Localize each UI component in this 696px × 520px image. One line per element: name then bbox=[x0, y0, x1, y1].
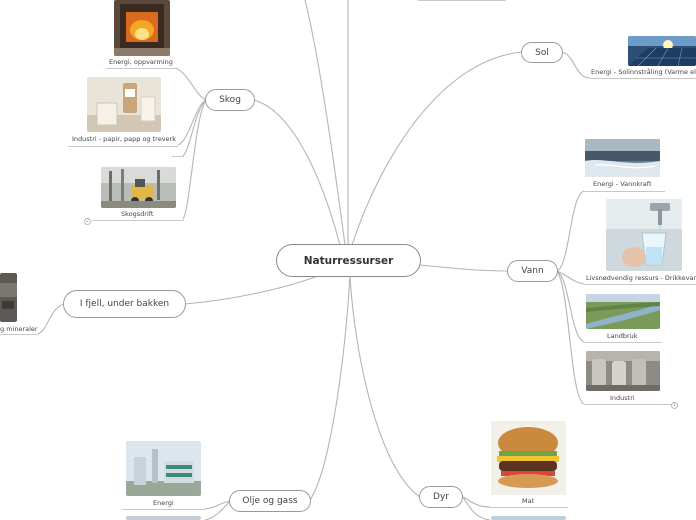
leaf-label-industri-skog: Industri - papir, papp og treverk bbox=[72, 135, 176, 143]
collapsed-count-skog[interactable]: 2 bbox=[84, 218, 91, 225]
collapsed-count-vann[interactable]: 1 bbox=[671, 402, 678, 409]
solar-panels-image bbox=[628, 36, 696, 66]
central-topic[interactable]: Naturressurser bbox=[276, 244, 421, 277]
olje-second-image bbox=[126, 516, 201, 520]
leaf-label-mat: Mat bbox=[522, 497, 535, 505]
branch-node-dyr[interactable]: Dyr bbox=[419, 486, 463, 508]
agriculture-river-image bbox=[586, 294, 660, 329]
leaf-label-skogsdrift: Skogsdrift bbox=[121, 210, 154, 218]
leaf-label-vannkraft: Energi - Vannkraft bbox=[593, 180, 652, 188]
connector-dyr-mat bbox=[462, 496, 491, 508]
leaf-label-mineraler: g mineraler bbox=[0, 325, 38, 333]
leaf-label-solinnstraling: Energi - Solinnstråling (Varme el bbox=[591, 68, 696, 76]
connector-fjell-leaf bbox=[37, 303, 65, 335]
fireplace-image bbox=[114, 0, 170, 56]
leaf-label-drikkevann: Livsnødvendig ressurs - Drikkevan bbox=[586, 274, 696, 282]
drinking-water-image bbox=[606, 199, 682, 271]
mine-image bbox=[0, 273, 17, 322]
forestry-machine-image bbox=[101, 167, 176, 208]
leaf-label-olje-energi: Energi bbox=[153, 499, 174, 507]
connector-dyr bbox=[349, 275, 421, 498]
power-plant-image bbox=[126, 441, 201, 496]
connector-vann-landbruk bbox=[556, 270, 585, 343]
connector-vann-drikke bbox=[556, 270, 585, 285]
dyr-second-image bbox=[491, 516, 566, 520]
connector-sol bbox=[351, 51, 523, 246]
connector-olje bbox=[309, 275, 351, 501]
leaf-label-landbruk: Landbruk bbox=[607, 332, 638, 340]
branch-node-fjell[interactable]: I fjell, under bakken bbox=[63, 290, 186, 318]
connector-vann bbox=[419, 264, 509, 272]
connector-top-1 bbox=[304, 0, 346, 246]
hydropower-image bbox=[585, 139, 660, 177]
branch-node-olje[interactable]: Olje og gass bbox=[229, 490, 311, 512]
connector-vann-vannkraft bbox=[556, 190, 585, 272]
connector-fjell bbox=[184, 275, 319, 305]
leaf-label-industri-vann: Industri bbox=[610, 394, 635, 402]
industry-tanks-image bbox=[586, 351, 660, 391]
connector-dyr-extra bbox=[462, 496, 491, 520]
connector-olje-energi bbox=[204, 500, 231, 510]
connector-vann-industri bbox=[556, 270, 585, 405]
branch-node-sol[interactable]: Sol bbox=[521, 42, 563, 63]
connector-skog-skogsdrift bbox=[182, 99, 207, 220]
burger-image bbox=[491, 421, 566, 495]
connector-skog-oppvarming bbox=[174, 67, 207, 101]
connector-sol-leaf bbox=[561, 51, 591, 79]
paper-products-image bbox=[87, 77, 161, 132]
connector-skog bbox=[253, 99, 341, 246]
branch-node-skog[interactable]: Skog bbox=[205, 89, 255, 111]
branch-node-vann[interactable]: Vann bbox=[507, 260, 558, 282]
leaf-label-oppvarming: Energi, oppvarming bbox=[109, 58, 173, 66]
connector-olje-extra bbox=[204, 500, 231, 520]
connector-skog-extra bbox=[182, 99, 207, 157]
